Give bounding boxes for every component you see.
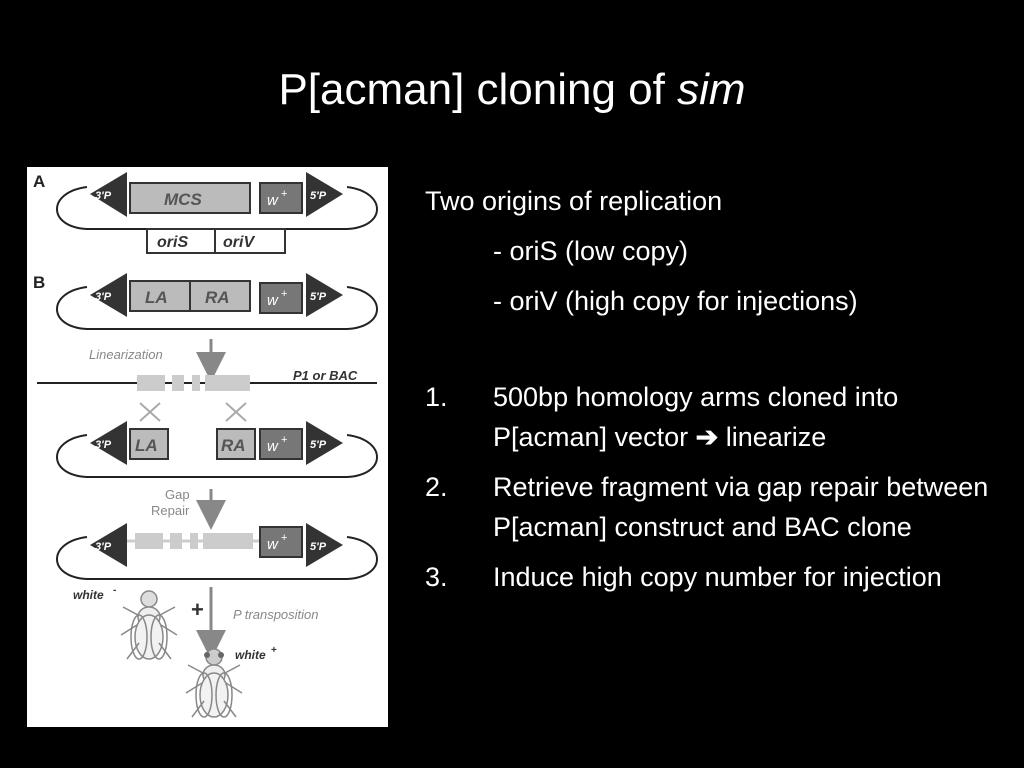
title-gene: sim	[677, 65, 746, 114]
five-p-arrow-b	[306, 273, 343, 317]
w-plus-sup-b: +	[281, 288, 287, 300]
white-plus-fly-icon	[185, 648, 243, 718]
plasmid-b-loop	[56, 286, 378, 330]
ra-label-b: RA	[205, 288, 230, 307]
la-box-b	[129, 280, 191, 312]
step-number: 2.	[425, 472, 448, 502]
step-number: 3.	[425, 562, 448, 592]
three-p-label-d: 3'P	[95, 541, 112, 553]
gap-label: Gap	[165, 487, 190, 502]
bac-segment-1	[137, 375, 165, 391]
step-text: Retrieve fragment via gap repair between…	[493, 472, 989, 542]
step-number: 1.	[425, 382, 448, 412]
bac-segment-3	[192, 375, 200, 391]
w-plus-sup-c: +	[281, 434, 287, 446]
three-p-arrow-a	[90, 172, 127, 217]
step-text: 500bp homology arms cloned into P[acman]…	[493, 377, 1015, 457]
repaired-loop	[56, 536, 378, 580]
panel-b-label: B	[33, 273, 45, 292]
step-text-pre: 500bp homology arms cloned into P[acman]…	[493, 382, 899, 452]
w-plus-box-b	[259, 282, 303, 314]
oris-label: oriS	[157, 234, 188, 251]
linearization-label: Linearization	[89, 347, 163, 362]
w-plus-box-a	[259, 182, 303, 214]
five-p-label-b: 5'P	[310, 291, 327, 303]
p-transposition-label: P transposition	[233, 607, 319, 622]
white-minus-label: white	[73, 588, 104, 602]
three-p-label-b: 3'P	[95, 291, 112, 303]
bac-segment-2	[172, 375, 184, 391]
five-p-label-c: 5'P	[310, 439, 327, 451]
white-plus-sup: +	[271, 645, 277, 656]
origin-item-oris: - oriS (low copy)	[493, 236, 689, 266]
three-p-label-a: 3'P	[95, 190, 112, 202]
w-label-a: w	[267, 192, 279, 209]
w-plus-box-c	[259, 428, 303, 460]
w-label-d: w	[267, 536, 279, 553]
three-p-label-c: 3'P	[95, 439, 112, 451]
w-label-b: w	[267, 292, 279, 309]
figure-svg: A 3'P MCS w + 5'P oriS oriV B 3'P LA RA	[33, 172, 378, 718]
three-p-arrow-b	[90, 273, 127, 317]
white-fly-icon	[120, 590, 178, 660]
linearized-loop	[56, 434, 378, 478]
crossover-left	[139, 402, 161, 422]
five-p-arrow-c	[306, 421, 343, 465]
la-label-c: LA	[135, 436, 158, 455]
title-text: P[acman] cloning of	[278, 65, 678, 114]
oris-box	[146, 228, 216, 254]
slide-content: Two origins of replication - oriS (low c…	[425, 183, 1015, 607]
w-plus-sup-a: +	[281, 188, 287, 200]
five-p-arrow-a	[306, 172, 343, 217]
steps-list: 1. 500bp homology arms cloned into P[acm…	[425, 377, 1015, 597]
ra-box-b	[189, 280, 251, 312]
origin-item-oriv: - oriV (high copy for injections)	[493, 286, 858, 316]
five-p-arrow-d	[306, 523, 343, 567]
crossover-right	[225, 402, 247, 422]
right-arrow-icon: ➔	[695, 422, 719, 452]
w-plus-box-d	[259, 526, 303, 558]
five-p-label-d: 5'P	[310, 541, 327, 553]
w-label-c: w	[267, 438, 279, 455]
la-box-c	[129, 428, 169, 460]
repair-label: Repair	[151, 503, 190, 518]
la-label-b: LA	[145, 288, 168, 307]
white-minus-sup: -	[113, 585, 116, 596]
mcs-label: MCS	[164, 190, 202, 209]
panel-a-label: A	[33, 172, 45, 191]
slide-title: P[acman] cloning of sim	[0, 64, 1024, 116]
step-text: Induce high copy number for injection	[493, 562, 942, 592]
ra-label-c: RA	[221, 436, 246, 455]
p1-bac-label: P1 or BAC	[293, 368, 358, 383]
step-item: 1. 500bp homology arms cloned into P[acm…	[425, 377, 1015, 457]
step-text-post: linearize	[718, 422, 827, 452]
w-plus-sup-d: +	[281, 532, 287, 544]
step-item: 3. Induce high copy number for injection	[425, 557, 1015, 597]
bac-segment-4	[205, 375, 250, 391]
pacman-cloning-figure: A 3'P MCS w + 5'P oriS oriV B 3'P LA RA	[27, 167, 388, 727]
origins-heading: Two origins of replication	[425, 186, 723, 216]
white-plus-label: white	[235, 648, 266, 662]
mcs-box	[129, 182, 251, 214]
oriv-label: oriV	[223, 234, 255, 251]
ra-box-c	[216, 428, 256, 460]
step-item: 2. Retrieve fragment via gap repair betw…	[425, 467, 1015, 547]
cross-plus: +	[191, 597, 204, 622]
five-p-label-a: 5'P	[310, 190, 327, 202]
three-p-arrow-d	[90, 523, 127, 567]
three-p-arrow-c	[90, 421, 127, 465]
oriv-box	[214, 228, 286, 254]
